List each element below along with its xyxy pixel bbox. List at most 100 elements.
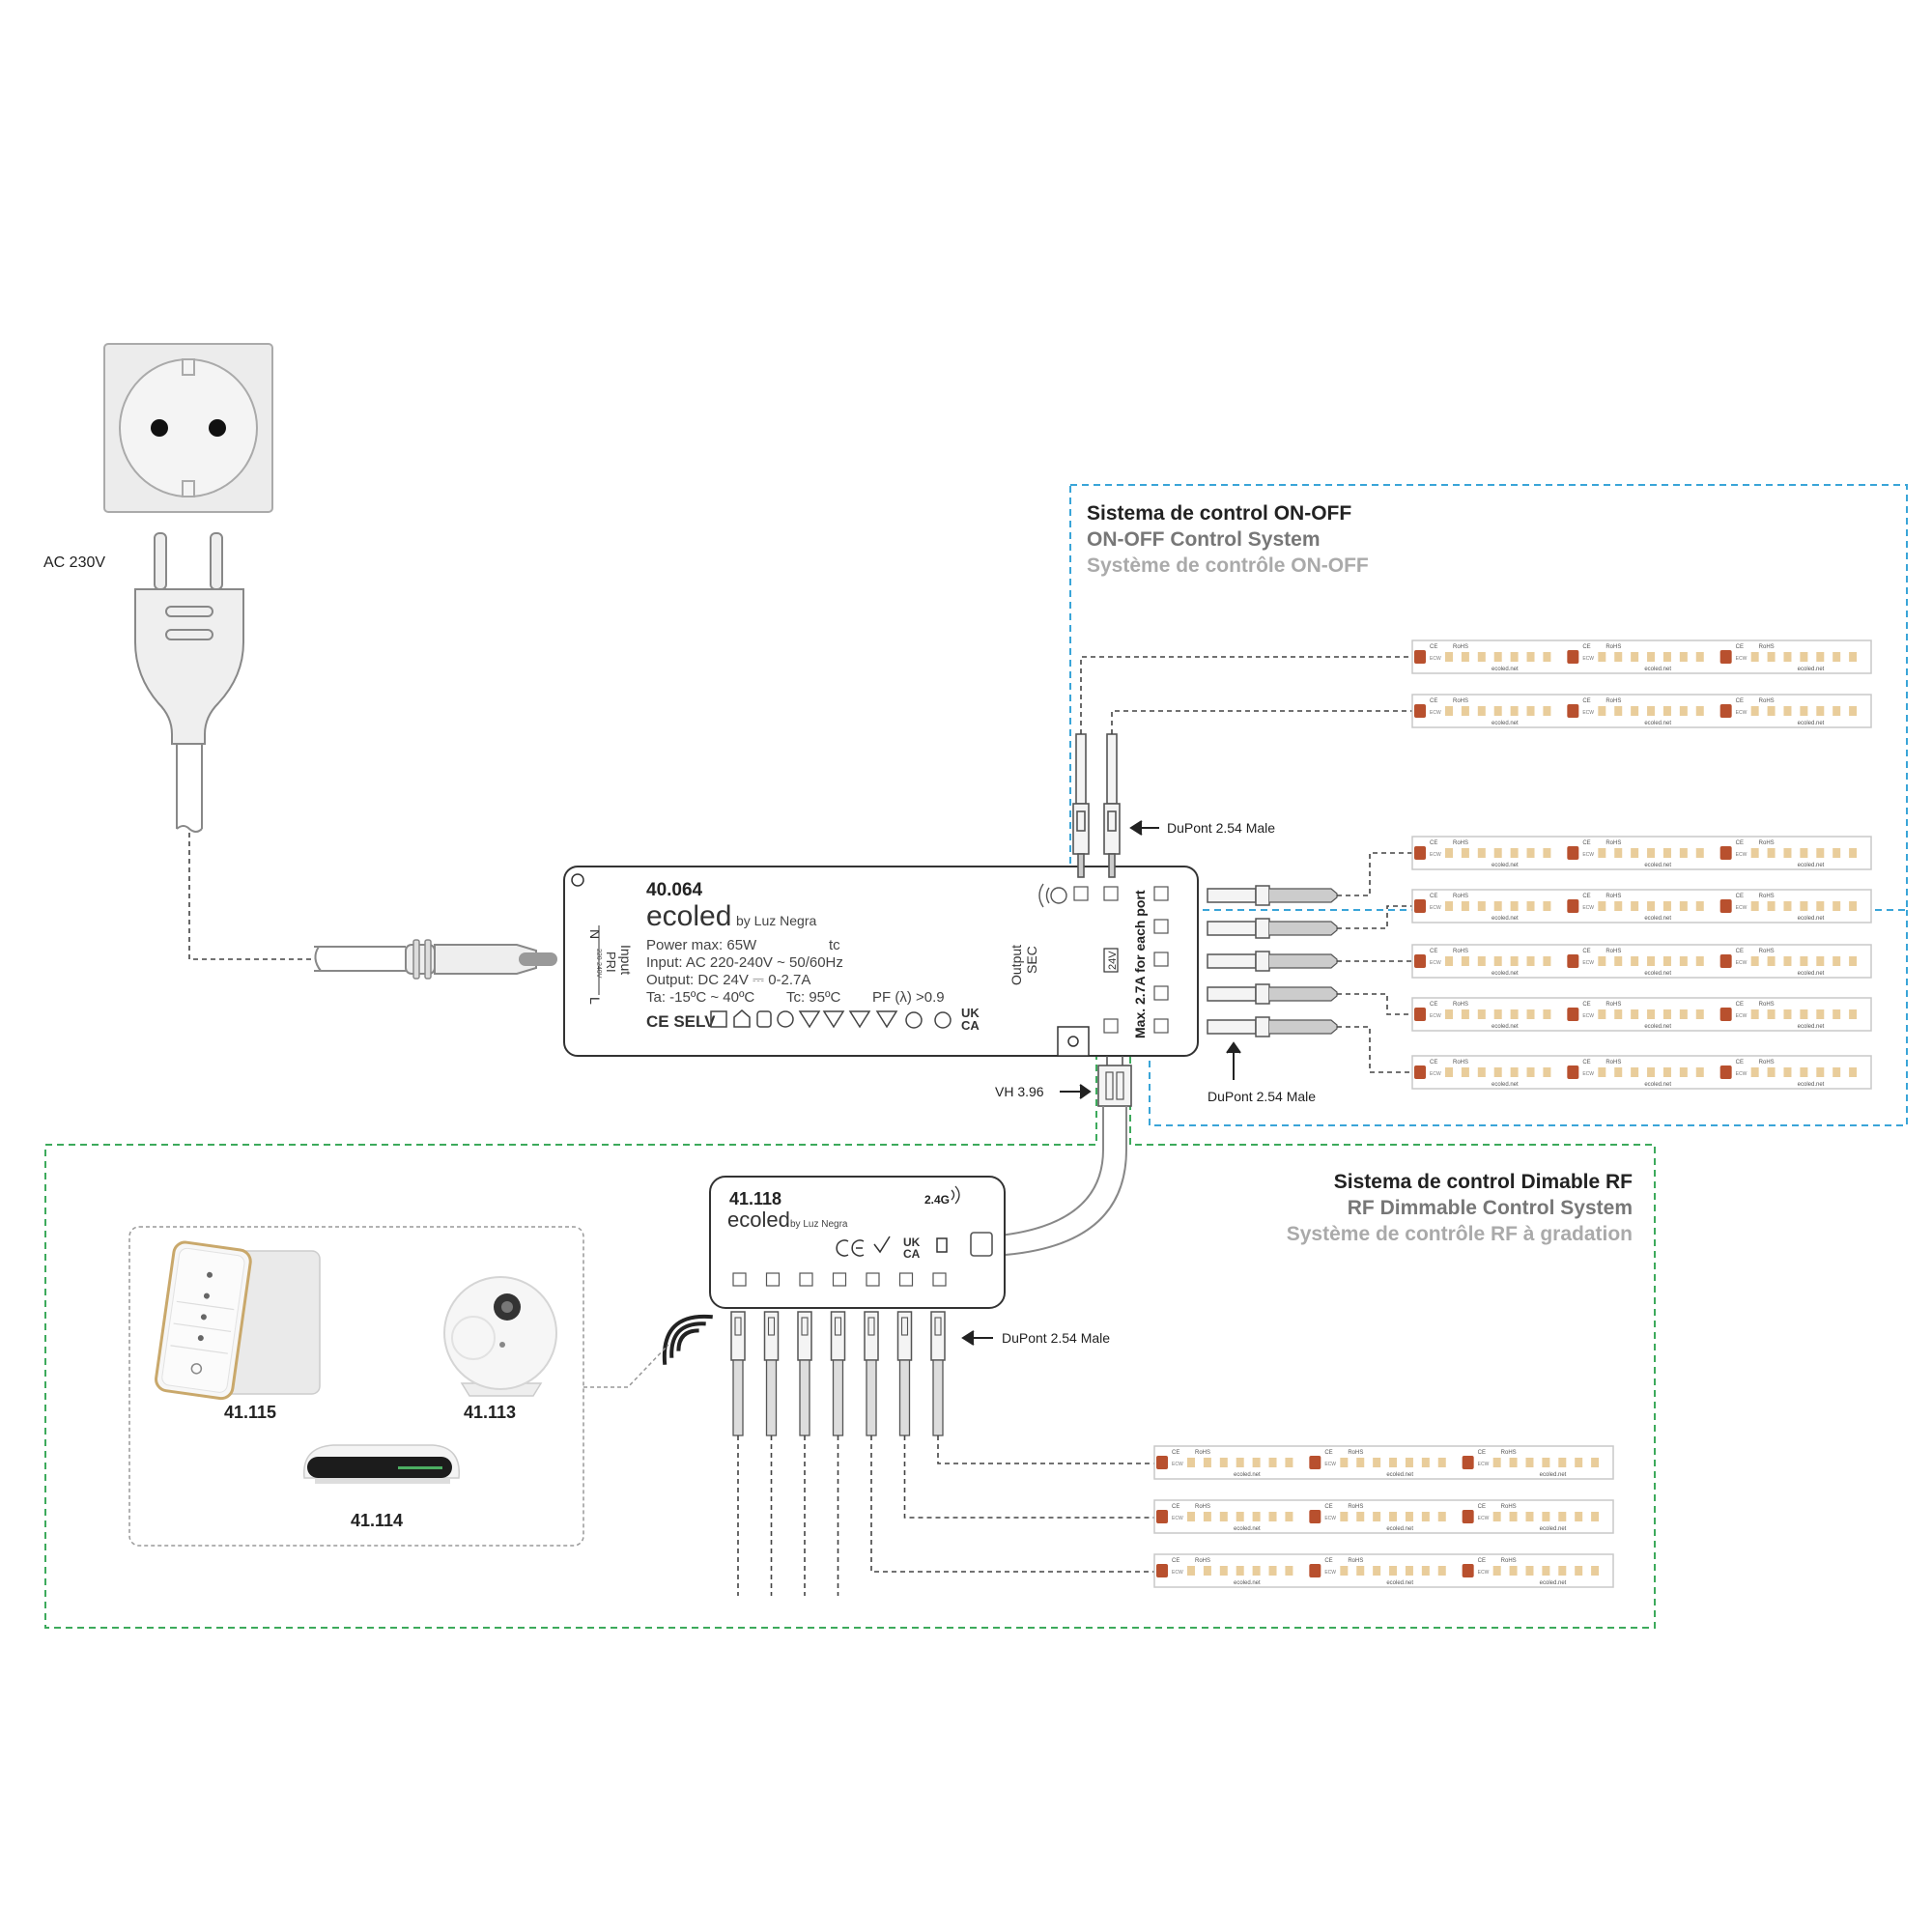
strip-power-mark: ECW — [1430, 905, 1441, 911]
strip-led — [1800, 706, 1808, 716]
strip-rohs-mark: RoHS — [1453, 644, 1468, 650]
strip-led — [1526, 1067, 1535, 1077]
strip-led — [1767, 956, 1776, 966]
remote-41114 — [303, 1444, 460, 1484]
strip-rohs-mark: RoHS — [1605, 644, 1621, 650]
strip-led — [1591, 1512, 1600, 1521]
strip-led — [1492, 1512, 1501, 1521]
strip-led — [1421, 1458, 1430, 1467]
strip-site-mark: ecoled.net — [1386, 1526, 1413, 1532]
strip-power-mark: ECW — [1324, 1462, 1336, 1467]
strip-led — [1767, 848, 1776, 858]
strip-rohs-mark: RoHS — [1195, 1504, 1210, 1510]
driver-model: 40.064 — [646, 880, 703, 900]
rf-controller-brand-suffix: by Luz Negra — [790, 1219, 848, 1230]
rf-port — [765, 1272, 781, 1287]
strip-led — [1477, 848, 1486, 858]
vh-label: VH 3.96 — [995, 1084, 1044, 1099]
driver-port-note: Max. 2.7A for each port — [1132, 890, 1148, 1038]
strip-led — [1631, 901, 1639, 911]
strip-led — [1598, 956, 1606, 966]
strip-power-mark: ECW — [1736, 1071, 1747, 1077]
strip-site-mark: ecoled.net — [1644, 971, 1671, 977]
rf-controller-signal-icon — [951, 1185, 960, 1205]
onoff-title-es: Sistema de control ON-OFF — [1087, 502, 1351, 525]
onoff-title-fr: Système de contrôle ON-OFF — [1087, 554, 1369, 577]
strip-resistor — [1567, 846, 1579, 860]
strip-led — [1647, 706, 1656, 716]
strip-led — [1783, 652, 1792, 662]
strip-led — [1695, 1067, 1704, 1077]
strip-site-mark: ecoled.net — [1234, 1580, 1261, 1586]
strip-site-mark: ecoled.net — [1798, 1082, 1825, 1088]
strip-led — [1477, 652, 1486, 662]
strip-led — [1477, 956, 1486, 966]
rf-port — [832, 1272, 847, 1287]
strip-led — [1816, 652, 1825, 662]
strip-led — [1614, 1009, 1623, 1019]
strip-rohs-mark: RoHS — [1605, 1002, 1621, 1008]
dupont-connectors-right — [1207, 885, 1338, 1037]
rf-title-fr: Système de contrôle RF à gradation — [1287, 1223, 1633, 1245]
strip-power-mark: ECW — [1172, 1462, 1183, 1467]
rf-dupont-connectors — [730, 1311, 946, 1436]
strip-rohs-mark: RoHS — [1453, 1060, 1468, 1065]
strip-led — [1783, 1009, 1792, 1019]
driver-cert-icons — [710, 1009, 952, 1029]
strip-site-mark: ecoled.net — [1644, 721, 1671, 726]
strip-site-mark: ecoled.net — [1492, 1082, 1519, 1088]
strip-site-mark: ecoled.net — [1644, 1024, 1671, 1030]
rf-wave-icon — [1038, 883, 1067, 908]
strip-led — [1783, 956, 1792, 966]
strip-led — [1800, 848, 1808, 858]
strip-resistor — [1156, 1564, 1168, 1577]
strip-ce-mark: CE — [1172, 1558, 1179, 1564]
strip-resistor — [1567, 704, 1579, 718]
strip-led — [1509, 1512, 1518, 1521]
strip-site-mark: ecoled.net — [1386, 1472, 1413, 1478]
strip-led — [1356, 1512, 1365, 1521]
strip-led — [1614, 956, 1623, 966]
strip-resistor — [1414, 954, 1426, 968]
strip-led — [1750, 706, 1759, 716]
strip-ce-mark: CE — [1736, 1060, 1744, 1065]
driver-sec-label: SEC — [1024, 946, 1039, 974]
strip-led — [1543, 848, 1551, 858]
strip-power-mark: ECW — [1736, 905, 1747, 911]
strip-led — [1695, 706, 1704, 716]
strip-power-mark: ECW — [1172, 1516, 1183, 1521]
strip-power-mark: ECW — [1736, 852, 1747, 858]
strip-rohs-mark: RoHS — [1501, 1504, 1517, 1510]
wall-socket — [103, 343, 273, 513]
strip-led — [1219, 1458, 1228, 1467]
strip-resistor — [1414, 846, 1426, 860]
remote-link-dashed — [583, 1344, 669, 1388]
strip-led — [1662, 706, 1671, 716]
strip-led — [1833, 1067, 1841, 1077]
strip-resistor — [1156, 1456, 1168, 1469]
strip-power-mark: ECW — [1478, 1516, 1490, 1521]
strip-led — [1598, 1009, 1606, 1019]
strip-site-mark: ecoled.net — [1234, 1472, 1261, 1478]
strip-ce-mark: CE — [1430, 1060, 1437, 1065]
strip-rohs-mark: RoHS — [1501, 1450, 1517, 1456]
driver-input-label: Input — [618, 945, 634, 975]
strip-rohs-mark: RoHS — [1759, 644, 1775, 650]
strip-led — [1543, 956, 1551, 966]
remote-41113-label: 41.113 — [464, 1403, 516, 1422]
strip-led — [1203, 1458, 1211, 1467]
arrow-vh — [1060, 1084, 1092, 1099]
strip-resistor — [1414, 1065, 1426, 1079]
strip-led — [1389, 1512, 1398, 1521]
onoff-cables-right — [1337, 852, 1412, 1073]
strip-led — [1849, 956, 1858, 966]
strip-led — [1783, 706, 1792, 716]
strip-led — [1543, 1067, 1551, 1077]
strip-resistor — [1719, 954, 1732, 968]
